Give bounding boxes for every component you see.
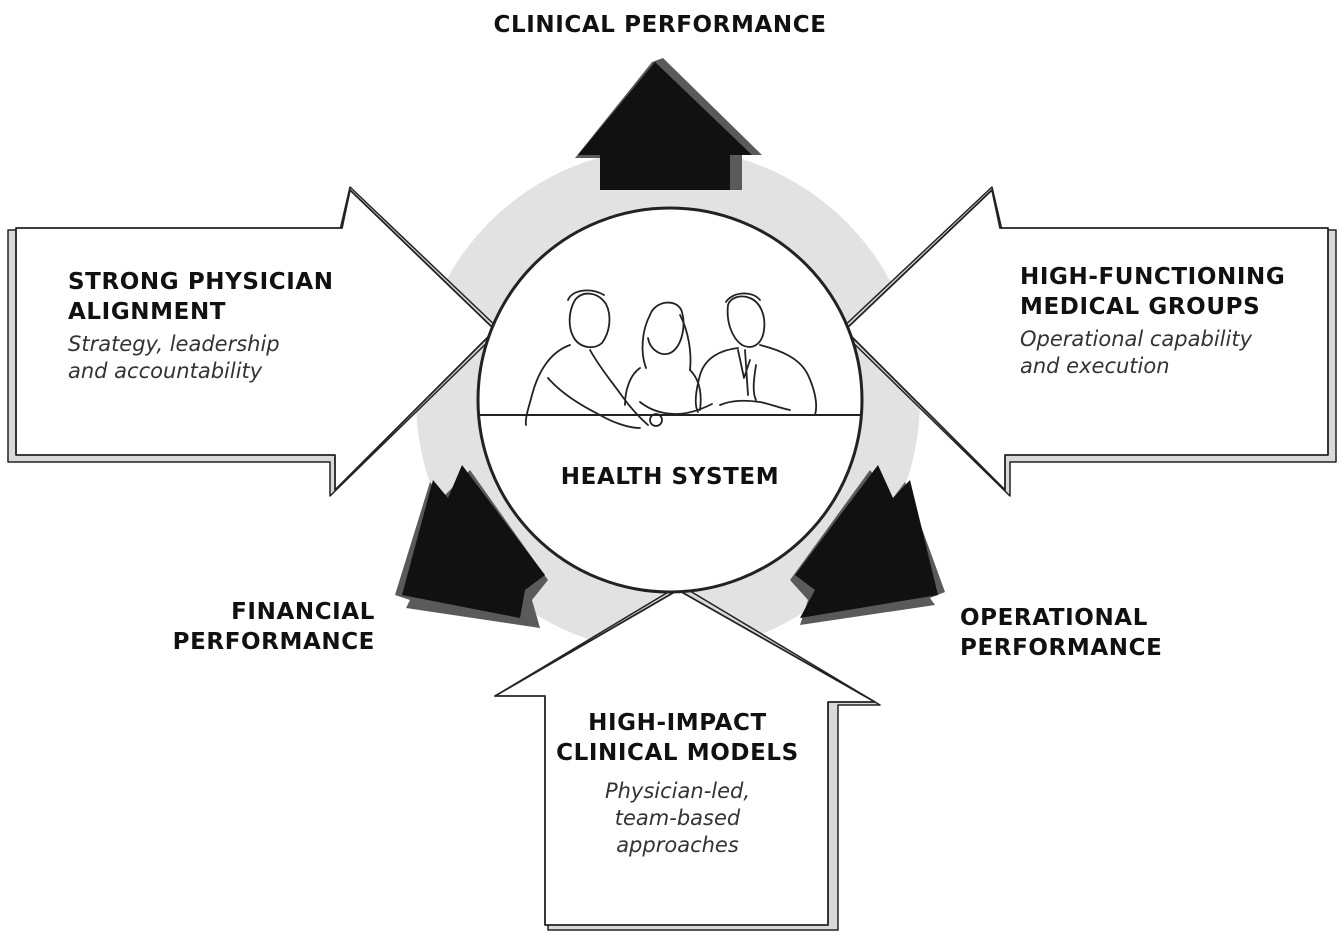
medical-groups-title-line1: HIGH-FUNCTIONING [1020,264,1286,290]
financial-performance-label: FINANCIAL PERFORMANCE [150,597,375,657]
financial-performance-line1: FINANCIAL [231,599,375,625]
clinical-performance-arrow [575,58,762,190]
medical-groups-arrow [839,186,1337,497]
financial-performance-arrow [395,465,548,628]
clinical-models-desc-line1: Physician-led, [604,779,751,803]
clinical-models-text: HIGH-IMPACT CLINICAL MODELS Physician-le… [540,708,815,859]
operational-performance-arrow [790,465,945,625]
health-system-circle [476,206,864,594]
operational-performance-label: OPERATIONAL PERFORMANCE [960,603,1220,663]
medical-groups-desc-line1: Operational capability [1020,327,1252,351]
clinical-models-title-line2: CLINICAL MODELS [556,740,799,766]
medical-groups-desc-line2: and execution [1020,354,1170,378]
physician-alignment-text: STRONG PHYSICIAN ALIGNMENT Strategy, lea… [68,267,358,385]
physician-alignment-arrow [7,186,501,497]
clinical-models-title-line1: HIGH-IMPACT [588,710,767,736]
clinical-models-desc-line2: team-based [614,806,741,830]
financial-performance-line2: PERFORMANCE [172,629,375,655]
clinical-models-arrow [494,584,881,931]
health-system-title: HEALTH SYSTEM [560,464,780,490]
medical-groups-text: HIGH-FUNCTIONING MEDICAL GROUPS Operatio… [1020,262,1320,380]
physician-alignment-desc-line2: and accountability [68,359,263,383]
physician-alignment-title-line1: STRONG PHYSICIAN [68,269,334,295]
physician-alignment-title-line2: ALIGNMENT [68,299,227,325]
operational-performance-line1: OPERATIONAL [960,605,1148,631]
team-of-three-people-line-drawing [524,289,818,429]
clinical-models-desc-line3: approaches [616,833,739,857]
clinical-performance-label: CLINICAL PERFORMANCE [493,12,827,38]
medical-groups-title-line2: MEDICAL GROUPS [1020,294,1261,320]
physician-alignment-desc-line1: Strategy, leadership [68,332,280,356]
operational-performance-line2: PERFORMANCE [960,635,1163,661]
